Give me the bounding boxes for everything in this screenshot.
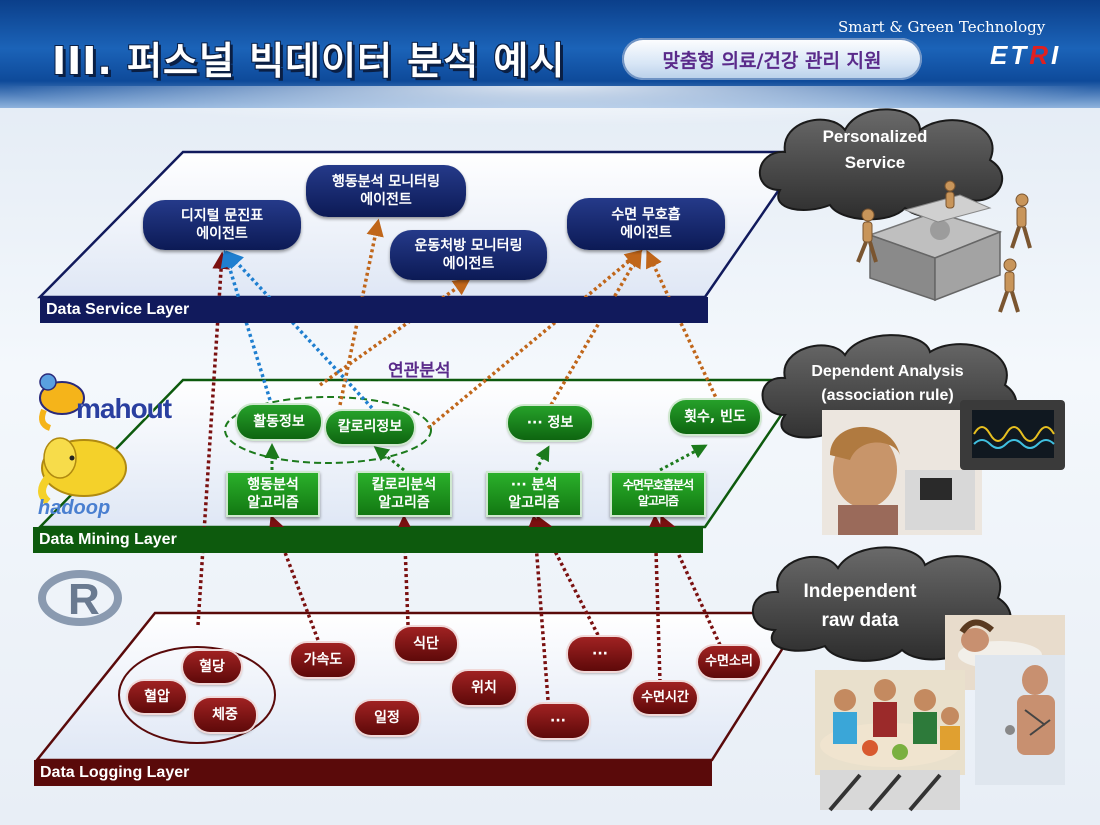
puzzle-figures-image (856, 180, 1032, 313)
hadoop-logo-text: hadoop (38, 497, 111, 519)
association-analysis-label: 연관분석 (388, 361, 451, 381)
arrow-etc-to-sleep-agent (546, 249, 642, 411)
logo-text-c: I (1051, 40, 1062, 70)
count-frequency-pill[interactable]: 횟수, 빈도 (670, 400, 760, 434)
logo-text-a: ET (990, 40, 1030, 70)
logging-layer-bar: Data Logging Layer (34, 760, 712, 786)
r-logo-icon (38, 570, 122, 626)
arrow-etc-algo-to-etc-info (534, 445, 550, 471)
service-layer-bar: Data Service Layer (40, 297, 708, 323)
mining-layer-bar: Data Mining Layer (33, 527, 703, 553)
blood-pressure-pill[interactable]: 혈압 (128, 681, 186, 713)
arrow-activity-to-behavior-agent (338, 218, 384, 406)
acceleration-pill[interactable]: 가속도 (291, 643, 355, 677)
behavior-monitoring-agent[interactable]: 행동분석 모니터링 에이전트 (306, 165, 466, 217)
behavior-algorithm-box[interactable]: 행동분석 알고리즘 (226, 471, 320, 517)
diet-pill[interactable]: 식단 (395, 627, 457, 661)
blood-sugar-pill[interactable]: 혈당 (183, 651, 241, 683)
arrow-sleep-algo-to-count (659, 444, 708, 472)
microscope-photo (822, 400, 1065, 535)
association-ellipse (224, 396, 432, 464)
etc-raw-pill-1[interactable]: ··· (568, 637, 632, 671)
location-pill[interactable]: 위치 (452, 671, 516, 705)
activity-info-pill[interactable]: 활동정보 (237, 405, 321, 439)
sleep-time-pill[interactable]: 수면시간 (633, 682, 697, 714)
subtitle-text: 맞춤형 의료/건강 관리 지원 (662, 49, 882, 72)
calorie-info-pill[interactable]: 칼로리정보 (326, 411, 414, 444)
schedule-pill[interactable]: 일정 (355, 701, 419, 735)
sleep-apnea-agent[interactable]: 수면 무호흡 에이전트 (567, 198, 725, 250)
etri-logo: ETRI (990, 40, 1061, 71)
exercise-monitoring-agent[interactable]: 운동처방 모니터링 에이전트 (390, 230, 547, 280)
lifestyle-collage-photo (815, 615, 1065, 812)
etc-raw-pill-2[interactable]: ··· (527, 704, 589, 738)
sleep-sound-pill[interactable]: 수면소리 (698, 646, 760, 678)
etc-algorithm-box[interactable]: ··· 분석 알고리즘 (486, 471, 582, 517)
arrow-calorie-to-questionnaire (225, 250, 374, 410)
dependent-analysis-text: Dependent Analysis (association rule) (811, 363, 964, 404)
mahout-elephant-icon (39, 373, 85, 431)
calorie-algorithm-box[interactable]: 칼로리분석 알고리즘 (356, 471, 452, 517)
etc-info-pill[interactable]: ··· 정보 (508, 406, 592, 440)
subtitle-pill: 맞춤형 의료/건강 관리 지원 (622, 38, 922, 80)
r-logo-text: R (68, 575, 100, 624)
cloud-personalized (758, 108, 1003, 221)
digital-questionnaire-agent[interactable]: 디지털 문진표 에이전트 (143, 200, 301, 250)
weight-pill[interactable]: 체중 (194, 698, 256, 732)
personalized-service-text: Personalized Service (822, 127, 928, 172)
vital-signs-ellipse (118, 646, 276, 744)
hadoop-elephant-icon (38, 437, 127, 506)
arrow-activity-to-questionnaire (220, 249, 272, 401)
logo-text-b: R (1029, 40, 1052, 70)
sleep-apnea-algorithm-box[interactable]: 수면무호흡분석 알고리즘 (610, 471, 706, 517)
mahout-logo-text: mahout (76, 393, 172, 424)
independent-raw-data-text: Independent raw data (803, 581, 917, 631)
arrow-calorie-to-sleep-agent (426, 249, 643, 430)
page-title: III. 퍼스널 빅데이터 분석 예시 (52, 39, 566, 83)
